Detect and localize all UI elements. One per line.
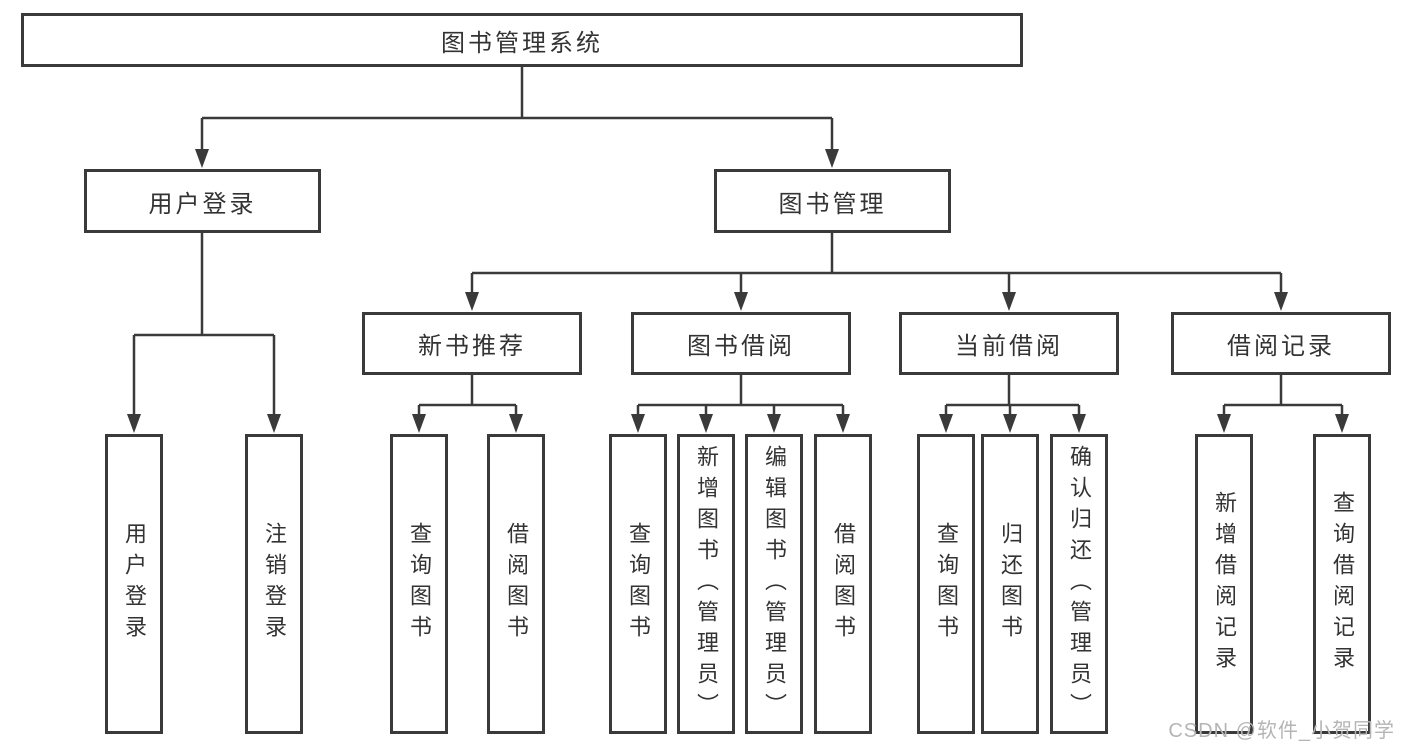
node-new-book-recommendation: 新书推荐 [362, 312, 582, 375]
node-leaf-borrow-add-books-admin: 新增图书（管理员） [677, 434, 735, 734]
node-library-system: 图书管理系统 [21, 13, 1023, 67]
node-leaf-current-return-books: 归还图书 [981, 434, 1039, 734]
node-user-login: 用户登录 [84, 169, 321, 233]
node-book-borrowing: 图书借阅 [631, 312, 851, 375]
node-leaf-recommend-query-books: 查询图书 [390, 434, 448, 734]
node-leaf-current-query-books: 查询图书 [917, 434, 975, 734]
node-leaf-records-add-record: 新增借阅记录 [1195, 434, 1253, 734]
node-leaf-records-query-record: 查询借阅记录 [1313, 434, 1371, 734]
node-leaf-borrow-edit-books-admin: 编辑图书（管理员） [745, 434, 803, 734]
node-borrowing-records: 借阅记录 [1171, 312, 1391, 375]
node-current-borrowing: 当前借阅 [899, 312, 1119, 375]
node-leaf-current-confirm-return-admin: 确认归还（管理员） [1050, 434, 1108, 734]
node-leaf-recommend-borrow-books: 借阅图书 [487, 434, 545, 734]
watermark: CSDN @软件_小贺同学 [1168, 720, 1395, 742]
node-leaf-user-login: 用户登录 [105, 434, 163, 734]
node-book-management: 图书管理 [714, 169, 951, 233]
node-leaf-borrow-query-books: 查询图书 [609, 434, 667, 734]
node-leaf-logout: 注销登录 [245, 434, 303, 734]
node-leaf-borrow-borrow-books: 借阅图书 [814, 434, 872, 734]
